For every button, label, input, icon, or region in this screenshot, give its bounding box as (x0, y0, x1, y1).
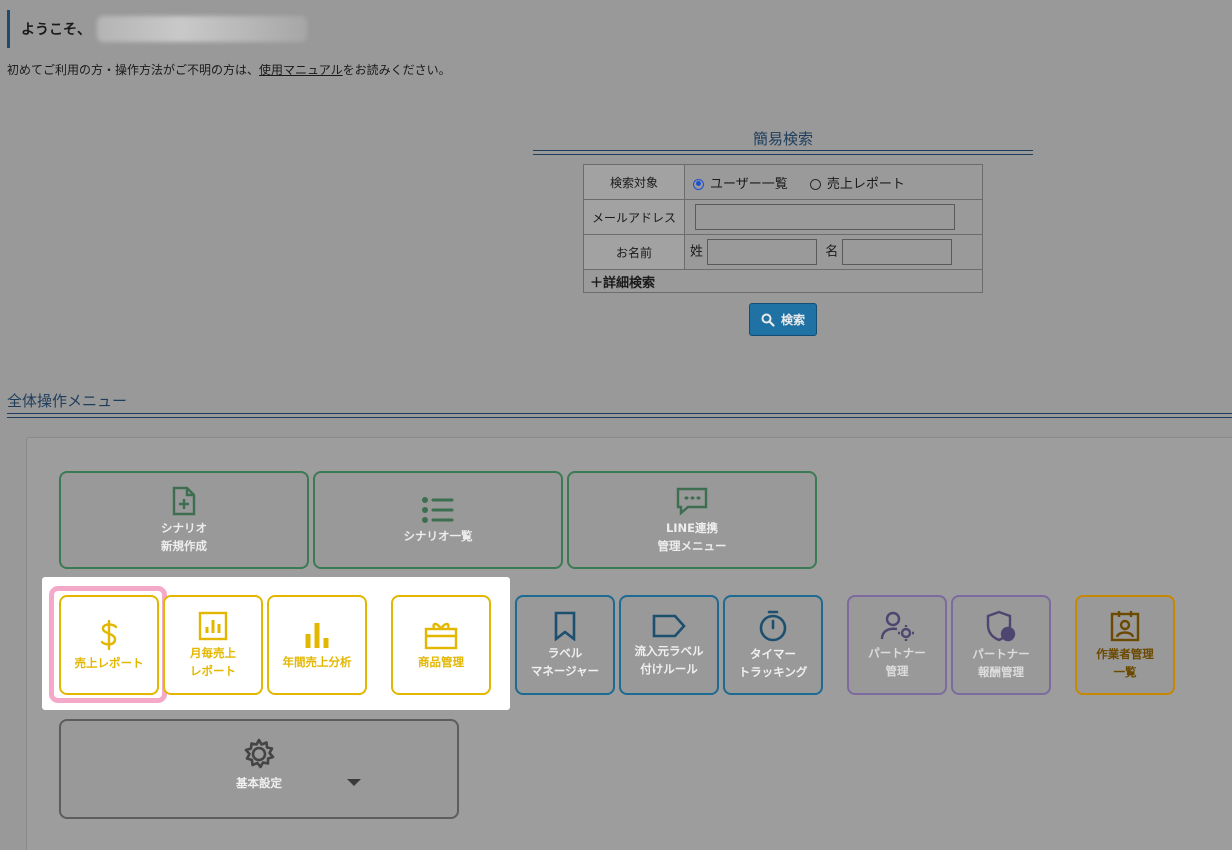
label-manager-tile[interactable]: ラベル マネージャー (515, 595, 615, 695)
search-target-label: 検索対象 (583, 164, 685, 200)
source-label-rule-tile[interactable]: 流入元ラベル 付けルール (619, 595, 719, 695)
chat-bubble-icon (676, 487, 708, 516)
monthly-sales-tile[interactable]: 月毎売上 レポート (163, 595, 263, 695)
welcome-greeting: ようこそ、 (21, 22, 91, 38)
email-field[interactable] (695, 204, 955, 230)
quick-search-divider (533, 150, 1033, 155)
dollar-icon (100, 619, 118, 650)
intro-text: 初めてご利用の方・操作方法がご不明の方は、使用マニュアルをお読みください。 (7, 61, 451, 78)
intro-suffix: をお読みください。 (342, 63, 451, 77)
partner-mgmt-tile[interactable]: パートナー 管理 (847, 595, 947, 695)
menu-title: 全体操作メニュー (7, 392, 128, 410)
quick-search-title: 簡易検索 (752, 130, 813, 148)
last-name-label: 姓 (690, 244, 704, 260)
manual-link[interactable]: 使用マニュアル (259, 63, 343, 77)
product-mgmt-tile[interactable]: 商品管理 (391, 595, 491, 695)
menu-divider (7, 413, 1232, 418)
shield-user-icon (986, 610, 1016, 641)
search-icon (761, 313, 775, 327)
basic-settings-tile[interactable]: 基本設定 (59, 719, 459, 819)
columns-chart-icon (305, 622, 329, 648)
id-badge-icon (1110, 610, 1140, 641)
scenario-list-tile[interactable]: シナリオ一覧 (313, 471, 563, 569)
target-radio-sales-report[interactable]: 売上レポート (809, 177, 905, 192)
bookmark-icon (554, 611, 576, 641)
annual-analysis-tile[interactable]: 年間売上分析 (267, 595, 367, 695)
line-menu-tile[interactable]: LINE連携 管理メニュー (567, 471, 817, 569)
gear-icon (244, 738, 275, 769)
email-label: メールアドレス (583, 199, 685, 235)
list-icon (422, 496, 454, 523)
radio-unselected-icon[interactable] (809, 178, 821, 190)
timer-tracking-tile[interactable]: タイマー トラッキング (723, 595, 823, 695)
first-name-field[interactable] (842, 239, 953, 265)
selected-tile-highlight-ring (49, 586, 167, 703)
target-radio-user-list[interactable]: ユーザー一覧 (693, 177, 792, 192)
partner-reward-tile[interactable]: パートナー 報酬管理 (951, 595, 1051, 695)
gift-card-icon (424, 622, 458, 649)
tag-icon (652, 614, 686, 637)
chevron-down-icon[interactable] (347, 779, 361, 786)
last-name-field[interactable] (707, 239, 818, 265)
intro-prefix: 初めてご利用の方・操作方法がご不明の方は、 (7, 63, 260, 77)
scenario-new-tile[interactable]: シナリオ 新規作成 (59, 471, 309, 569)
search-button[interactable]: 検索 (749, 303, 817, 336)
first-name-label: 名 (825, 244, 839, 260)
name-label: お名前 (583, 234, 685, 270)
stopwatch-icon (759, 610, 787, 641)
bar-chart-icon (198, 611, 228, 640)
worker-list-tile[interactable]: 作業者管理 一覧 (1075, 595, 1175, 695)
file-plus-icon (172, 486, 196, 515)
search-target-options: ユーザー一覧 売上レポート (684, 164, 983, 200)
welcome-header: ようこそ、 (7, 10, 307, 48)
redacted-username (97, 16, 307, 42)
sales-report-tile[interactable]: 売上レポート (59, 595, 159, 695)
quick-search-form: 検索対象 ユーザー一覧 売上レポート メールアドレス お名前 姓 名 (583, 164, 983, 293)
radio-selected-icon[interactable] (693, 178, 704, 190)
user-gear-icon (880, 611, 914, 641)
advanced-search-toggle[interactable]: ＋詳細検索 (583, 269, 983, 293)
